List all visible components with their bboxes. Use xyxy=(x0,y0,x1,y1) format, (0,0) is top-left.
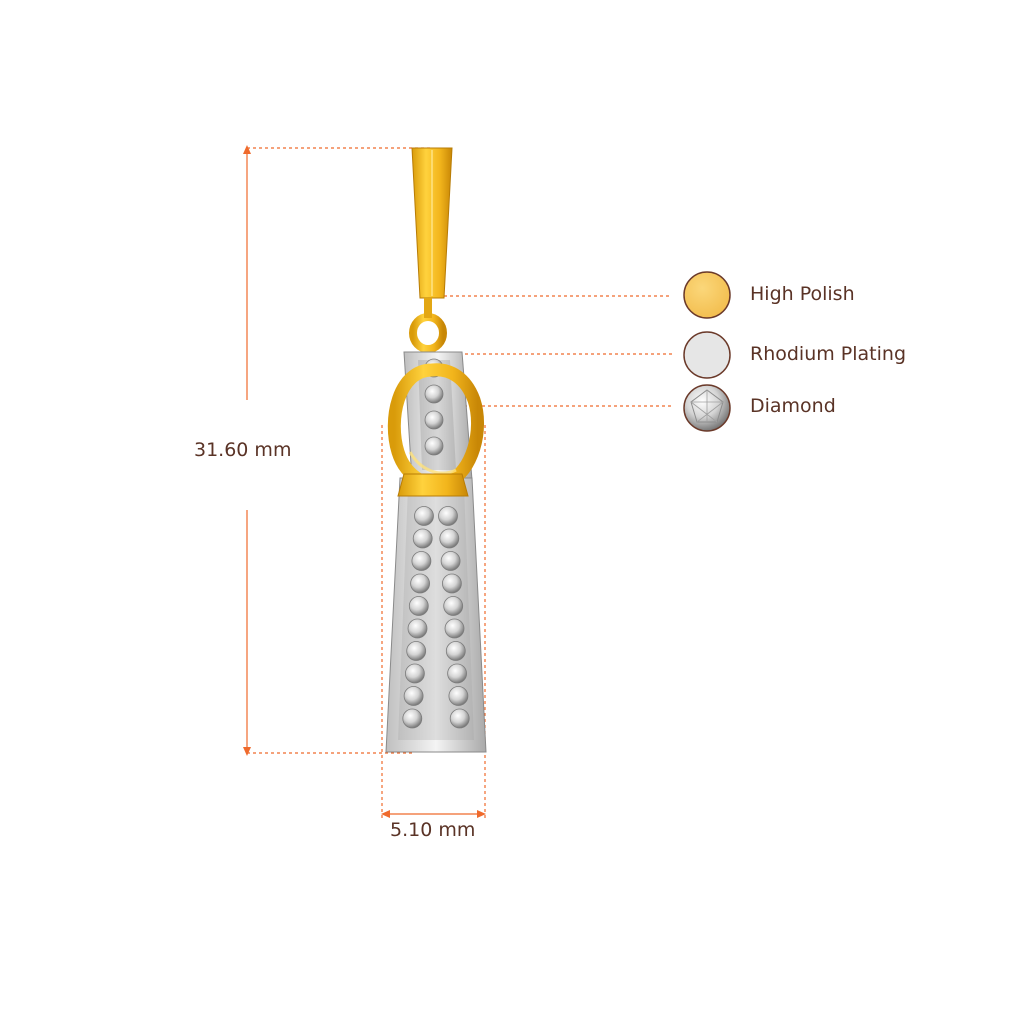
height-arrow-top xyxy=(243,145,251,154)
diamond-stone xyxy=(411,551,432,571)
diamond-stone xyxy=(438,506,458,526)
diamond-stone xyxy=(441,573,462,594)
width-dimension xyxy=(381,425,486,818)
diamond-stone xyxy=(410,573,431,594)
height-measurement: 31.60 mm xyxy=(194,439,292,461)
diamond-stone xyxy=(407,618,428,639)
diamond-stone xyxy=(408,596,429,616)
width-arrow-right xyxy=(477,810,486,818)
diamond-stone xyxy=(443,596,464,616)
diamond-stone xyxy=(445,641,466,661)
diamond-stone xyxy=(406,641,427,661)
diamond-stone xyxy=(439,528,460,549)
jump-ring xyxy=(409,298,447,353)
diamond-stone xyxy=(444,618,465,639)
diamond-stone xyxy=(448,686,469,706)
width-measurement: 5.10 mm xyxy=(390,819,476,841)
diamond-settings xyxy=(402,358,470,729)
legend-label-diamond: Diamond xyxy=(750,395,836,417)
gold-trim xyxy=(397,473,469,497)
diamond-stone xyxy=(440,551,461,571)
legend-swatches xyxy=(683,271,731,432)
rhodium-swatch xyxy=(683,331,731,379)
diamond-stone xyxy=(447,663,468,684)
gold-swatch xyxy=(683,271,731,319)
legend-label-high-polish: High Polish xyxy=(750,283,855,305)
height-arrow-bottom xyxy=(243,747,251,756)
main-panel xyxy=(385,477,487,753)
diamond-stone xyxy=(424,384,444,404)
diamond-stone xyxy=(424,410,444,430)
diamond-stone xyxy=(449,708,470,729)
diamond-swatch xyxy=(683,384,731,432)
diamond-stone xyxy=(424,436,444,456)
diamond-stone xyxy=(403,686,424,706)
diamond-stone xyxy=(412,528,433,549)
diamond-stone xyxy=(414,506,434,526)
height-dimension xyxy=(243,145,432,756)
legend-leaders xyxy=(432,295,672,407)
diamond-stone xyxy=(402,708,423,729)
legend-label-rhodium-plating: Rhodium Plating xyxy=(750,343,907,365)
diamond-stone xyxy=(404,663,425,684)
pendant-bail xyxy=(411,147,453,299)
width-arrow-left xyxy=(381,810,390,818)
